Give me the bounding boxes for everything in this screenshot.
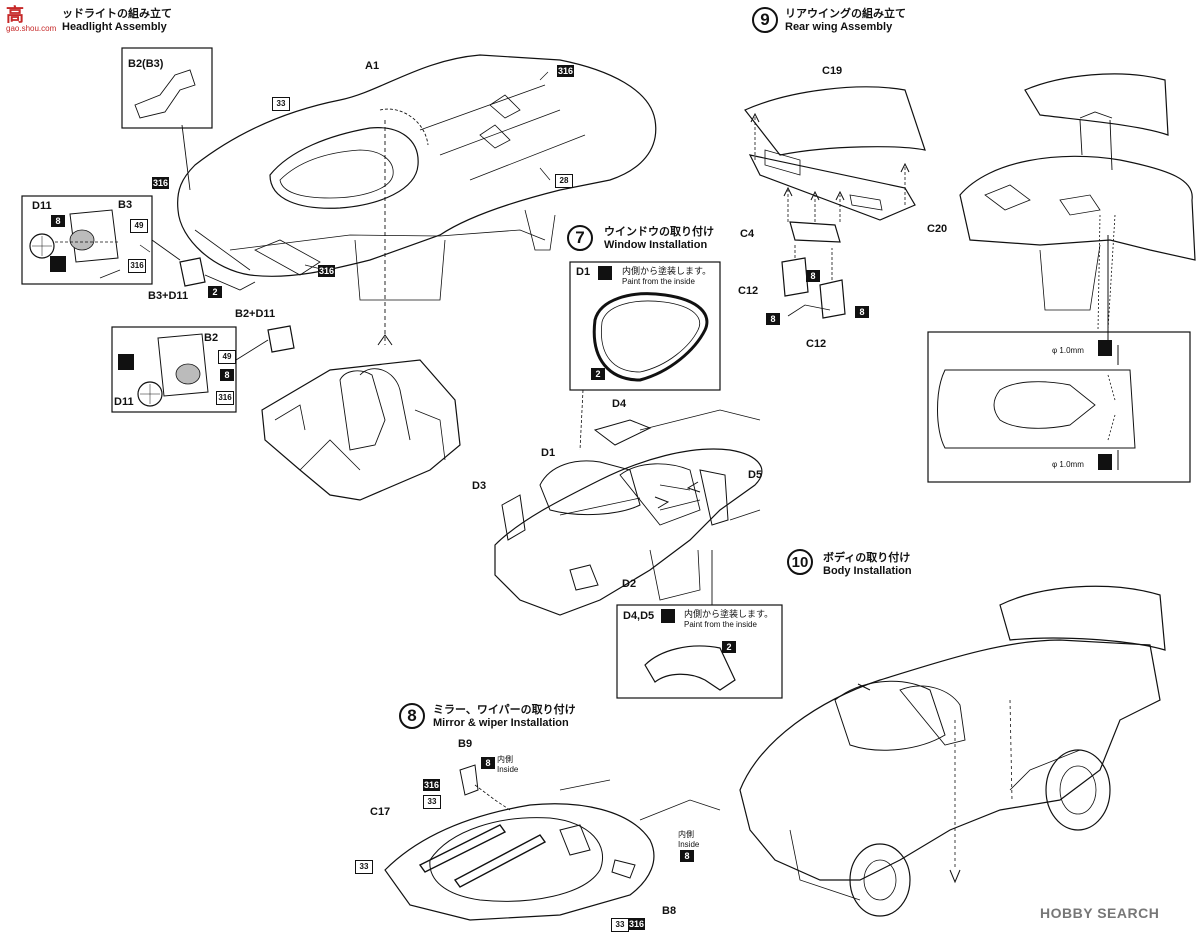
- part-label-b3-d11: B3+D11: [148, 290, 189, 302]
- part-label-a1: A1: [365, 60, 380, 72]
- window-paint-note-jp: 内側から塗装します。: [622, 266, 712, 276]
- color-badge-316: 316: [216, 391, 234, 405]
- d4d5-paint-note: 内側から塗装します。 Paint from the inside: [684, 609, 773, 630]
- part-label-d4: D4: [612, 398, 627, 410]
- site-logo-url: gao.shou.com: [6, 24, 57, 33]
- part-label-b2-d11: B2+D11: [235, 308, 276, 320]
- step-10-title-en: Body Installation: [823, 565, 912, 577]
- part-label-d5: D5: [748, 469, 763, 481]
- front-body-mirror-wiper: [384, 764, 721, 921]
- part-label-b2: B2: [204, 332, 219, 344]
- part-label-c20: C20: [927, 223, 948, 235]
- glue-icon: [50, 256, 66, 272]
- rear-wing-exploded: [744, 86, 926, 319]
- b8-inside-label: 内側 Inside: [678, 830, 699, 850]
- part-label-c17: C17: [370, 806, 391, 818]
- color-badge-316: 316: [128, 259, 146, 273]
- hobby-search-watermark: HOBBY SEARCH: [1040, 905, 1160, 921]
- part-label-d1: D1: [541, 447, 556, 459]
- color-badge-316: 316: [423, 779, 441, 791]
- part-label-c12-right: C12: [806, 338, 827, 350]
- step-9-title-en: Rear wing Assembly: [785, 21, 893, 33]
- color-badge-49: 49: [218, 350, 236, 364]
- color-badge-2: 2: [722, 641, 736, 653]
- step-10-number: 10: [787, 549, 813, 575]
- mirror-inside-jp: 内側: [497, 755, 513, 764]
- color-badge-8: 8: [855, 306, 869, 318]
- d4d5-paint-note-en: Paint from the inside: [684, 620, 757, 629]
- step-7-title-jp: ウインドウの取り付け: [604, 226, 714, 238]
- d4d5-paint-note-jp: 内側から塗装します。: [684, 609, 774, 619]
- main-body-shell: [177, 54, 657, 301]
- step-8-title-en: Mirror & wiper Installation: [433, 717, 569, 729]
- front-body-section: [494, 409, 763, 616]
- step-10-title: ボディの取り付け Body Installation: [823, 552, 912, 578]
- color-badge-316: 316: [628, 918, 646, 930]
- headlight-title-jp: ッドライトの組み立て: [62, 8, 172, 20]
- color-badge-33: 33: [355, 860, 373, 874]
- b8-inside-jp: 内側: [678, 830, 694, 839]
- part-label-b2b3: B2(B3): [128, 58, 164, 70]
- color-badge-8: 8: [680, 850, 694, 862]
- color-badge-33: 33: [272, 97, 290, 111]
- color-badge-316: 316: [318, 265, 336, 277]
- headlight-title-en: Headlight Assembly: [62, 21, 167, 33]
- part-label-d2: D2: [622, 578, 637, 590]
- drill-size-bottom: φ 1.0mm: [1052, 460, 1084, 469]
- color-badge-316: 316: [557, 65, 575, 77]
- step-7-title-en: Window Installation: [604, 239, 708, 251]
- mirror-inside-label: 内側 Inside: [497, 755, 518, 775]
- color-badge-8: 8: [51, 215, 65, 227]
- step-9-title-jp: リアウイングの組み立て: [785, 8, 906, 20]
- window-paint-note-en: Paint from the inside: [622, 277, 695, 286]
- step-9-number: 9: [752, 7, 778, 33]
- rear-body-with-wing: [959, 73, 1196, 311]
- step-10-title-jp: ボディの取り付け: [823, 552, 911, 564]
- part-label-c12-left: C12: [738, 285, 759, 297]
- color-badge-2: 2: [208, 286, 222, 298]
- part-label-d11-top: D11: [32, 200, 52, 212]
- part-label-b3: B3: [118, 199, 133, 211]
- part-label-c19: C19: [822, 65, 843, 77]
- step-7-title: ウインドウの取り付け Window Installation: [604, 226, 714, 252]
- b8-inside-en: Inside: [678, 840, 700, 849]
- part-label-d1-box: D1: [576, 266, 591, 278]
- color-badge-2: 2: [591, 368, 605, 380]
- color-badge-33: 33: [611, 918, 629, 932]
- mirror-inside-en: Inside: [497, 765, 519, 774]
- drill-icon: [1098, 454, 1112, 470]
- part-label-b9: B9: [458, 738, 473, 750]
- color-badge-8: 8: [220, 369, 234, 381]
- part-label-d3: D3: [472, 480, 487, 492]
- color-badge-33: 33: [423, 795, 441, 809]
- step-8-title: ミラー、ワイパーの取り付け Mirror & wiper Installatio…: [433, 704, 576, 730]
- part-label-d11-bottom: D11: [114, 396, 134, 408]
- step-8-number: 8: [399, 703, 425, 729]
- drill-size-top: φ 1.0mm: [1052, 346, 1084, 355]
- paint-brush-icon: [598, 266, 612, 280]
- color-badge-8: 8: [766, 313, 780, 325]
- color-badge-28: 28: [555, 174, 573, 188]
- step-9-title: リアウイングの組み立て Rear wing Assembly: [785, 8, 906, 34]
- paint-brush-icon: [661, 609, 675, 623]
- step-7-number: 7: [567, 225, 593, 251]
- color-badge-8: 8: [481, 757, 495, 769]
- full-car-body: [739, 585, 1166, 917]
- part-label-b8: B8: [662, 905, 677, 917]
- step-8-title-jp: ミラー、ワイパーの取り付け: [433, 704, 576, 716]
- color-badge-8: 8: [806, 270, 820, 282]
- glue-icon: [118, 354, 134, 370]
- headlight-title: ッドライトの組み立て Headlight Assembly: [62, 8, 172, 34]
- site-logo: 高 gao.shou.com: [6, 6, 56, 33]
- color-badge-316: 316: [152, 177, 170, 189]
- color-badge-49: 49: [130, 219, 148, 233]
- site-logo-mark: 高: [6, 5, 24, 25]
- window-paint-note: 内側から塗装します。 Paint from the inside: [622, 266, 711, 287]
- chassis-tub: [261, 359, 461, 501]
- drill-icon: [1098, 340, 1112, 356]
- part-label-d4-d5: D4,D5: [623, 610, 655, 622]
- part-label-c4: C4: [740, 228, 755, 240]
